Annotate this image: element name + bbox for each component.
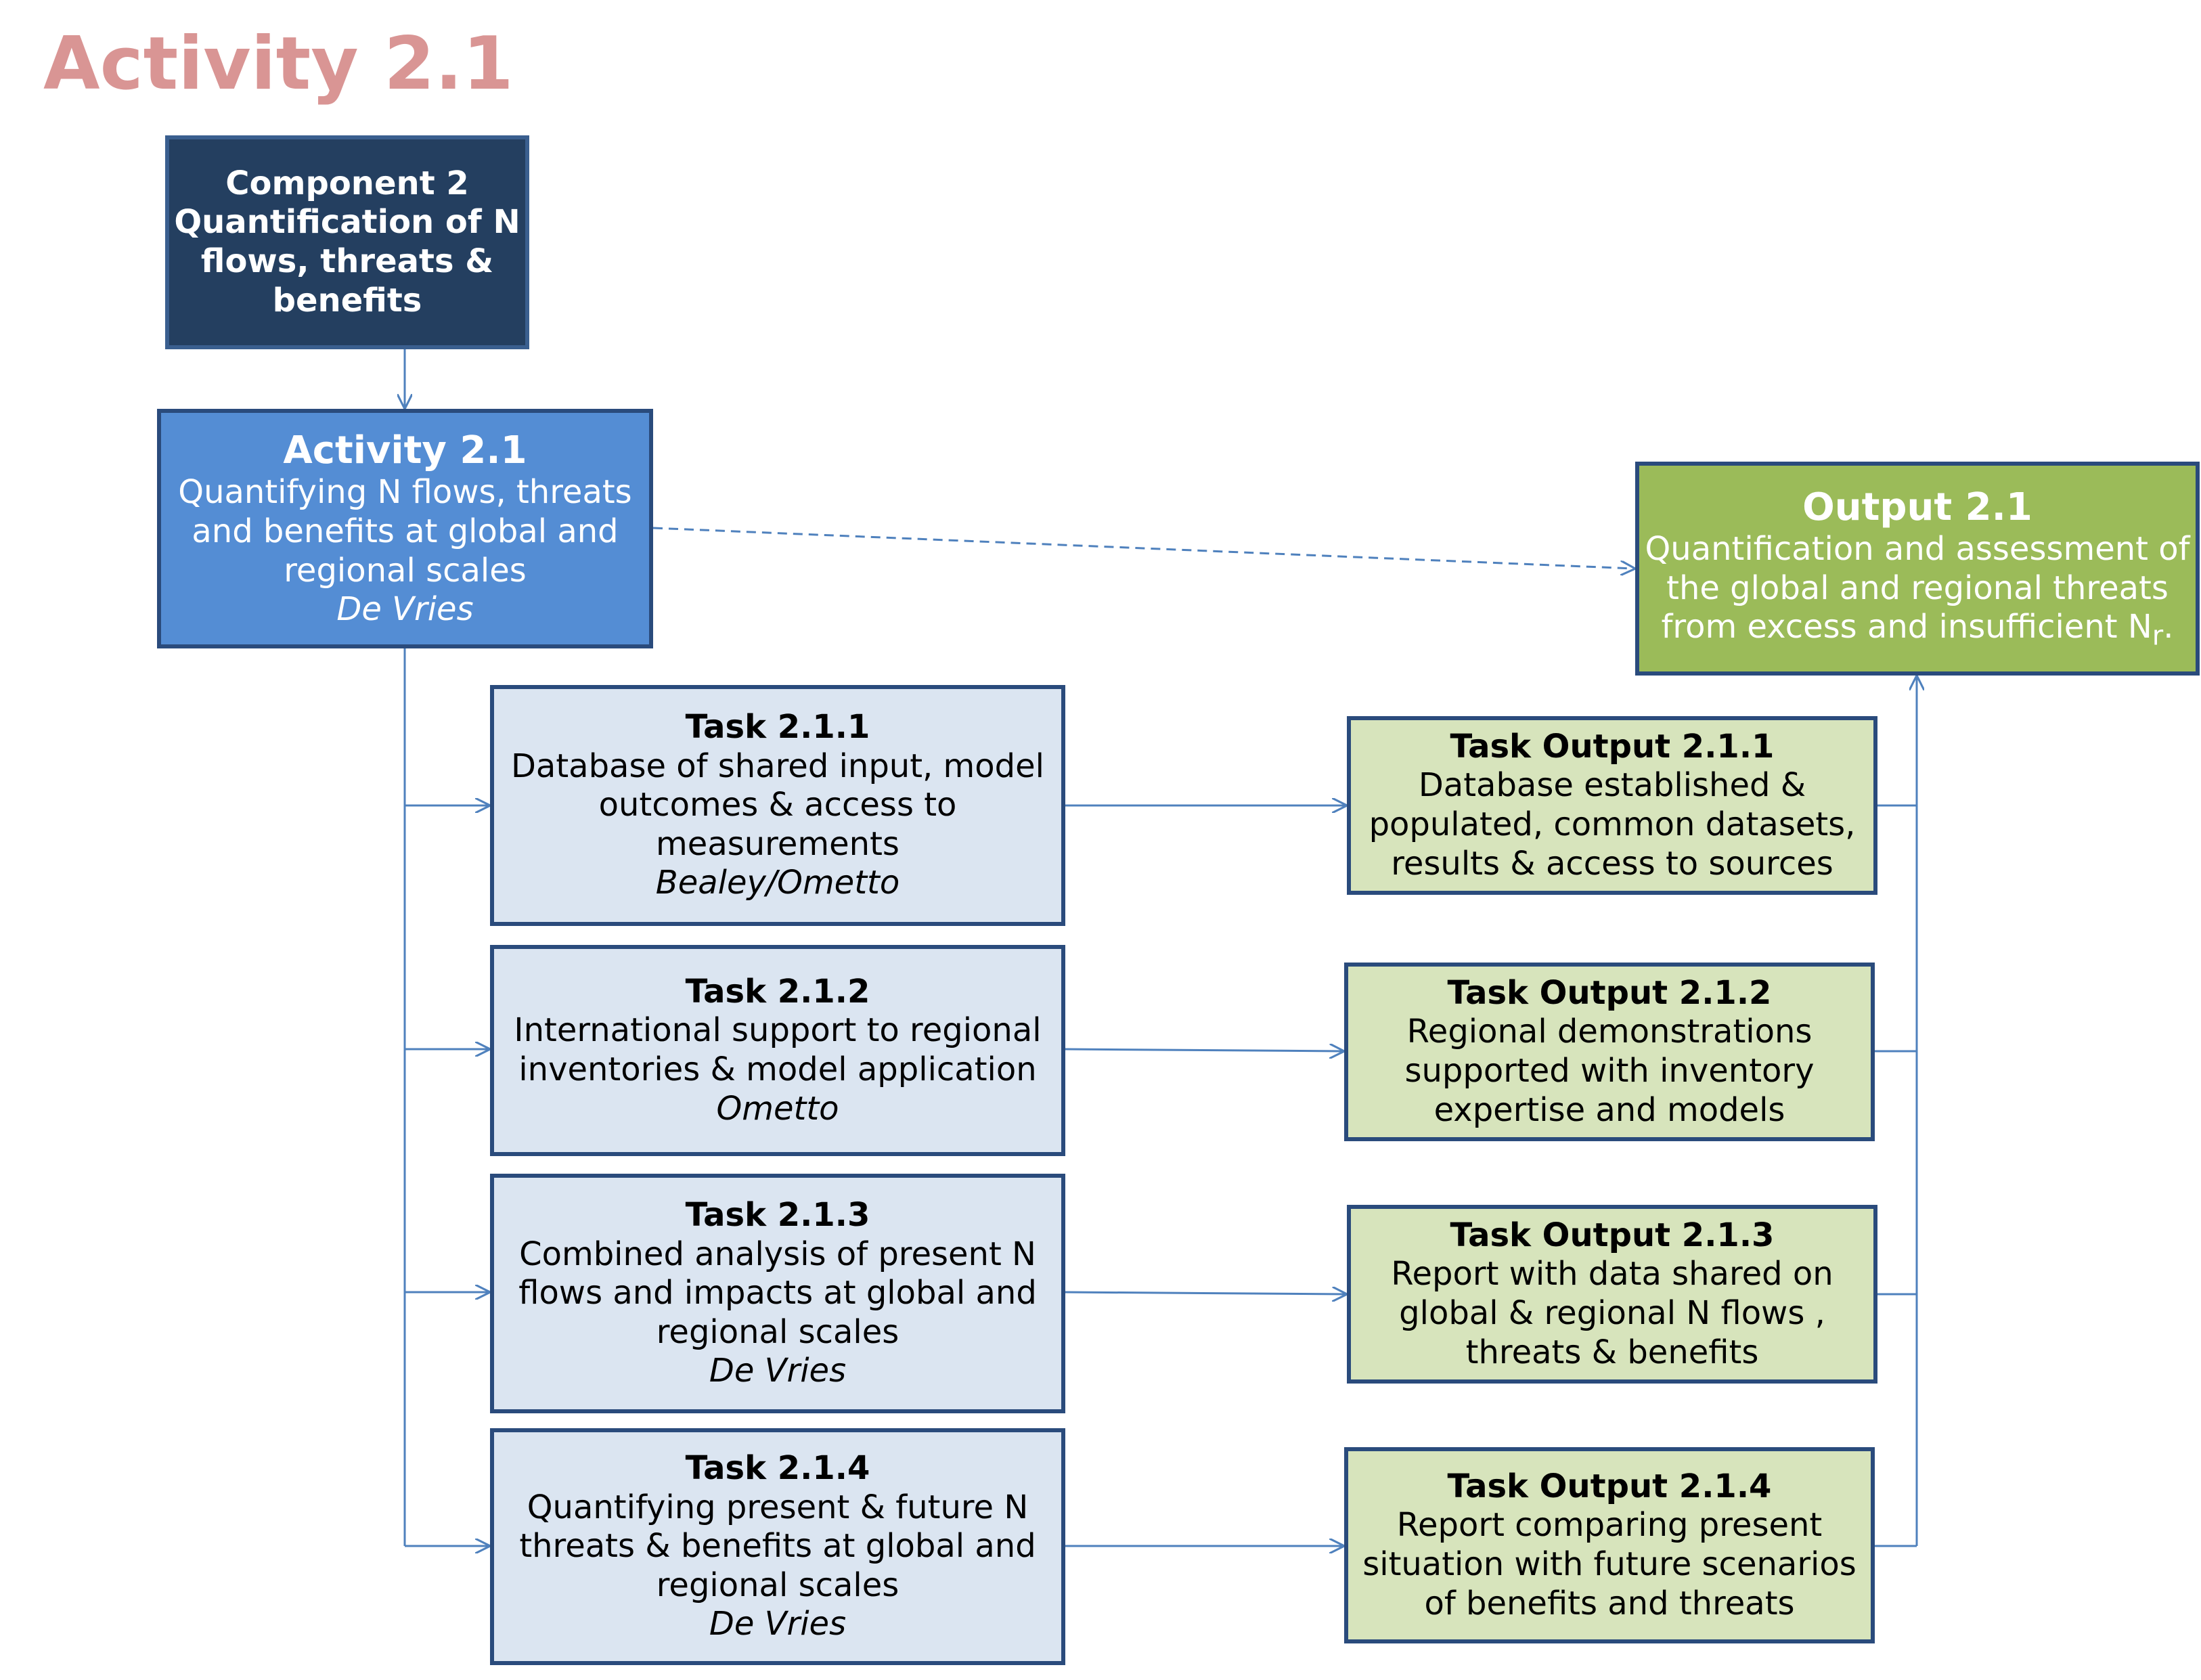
task-line: outcomes & access to <box>598 786 957 824</box>
output-line-3-sub: r <box>2152 620 2164 652</box>
component-line-2: Quantification of N <box>174 203 520 242</box>
task-line: Database of shared input, model <box>510 747 1045 785</box>
activity-box: Activity 2.1 Quantifying N flows, threat… <box>157 409 653 648</box>
page-title: Activity 2.1 <box>43 22 514 106</box>
task-output-line: global & regional N flows , <box>1399 1294 1825 1332</box>
task-output-heading: Task Output 2.1.1 <box>1450 727 1775 766</box>
task-output-line: populated, common datasets, <box>1369 805 1856 843</box>
task-output-line: Regional demonstrations <box>1406 1013 1813 1051</box>
activity-lead: De Vries <box>336 590 474 629</box>
output-heading: Output 2.1 <box>1802 485 2032 530</box>
task-lead: De Vries <box>709 1605 847 1643</box>
task-line: Combined analysis of present N <box>519 1235 1036 1273</box>
output-line-2: the global and regional threats <box>1666 569 2169 607</box>
component-line-3: flows, threats & <box>200 242 494 280</box>
task-heading: Task 2.1.3 <box>685 1196 870 1235</box>
task-output-line: situation with future scenarios <box>1362 1545 1857 1583</box>
activity-line-3: regional scales <box>284 551 527 590</box>
task-box-4: Task 2.1.4 Quantifying present & future … <box>490 1428 1065 1665</box>
task-line: measurements <box>656 824 899 863</box>
task-lead: De Vries <box>709 1352 847 1390</box>
task-line: regional scales <box>656 1312 899 1351</box>
task-line: International support to regional <box>514 1011 1042 1050</box>
task-line: flows and impacts at global and <box>518 1274 1037 1312</box>
task-heading: Task 2.1.4 <box>685 1449 870 1488</box>
output-line-1: Quantification and assessment of <box>1645 530 2190 569</box>
connector-activity-output <box>652 527 1634 569</box>
output-line-3-end: . <box>2163 608 2174 646</box>
task-output-line: Report comparing present <box>1396 1506 1823 1545</box>
connector-task-output-3 <box>1065 1292 1346 1294</box>
activity-heading: Activity 2.1 <box>283 428 527 473</box>
task-output-heading: Task Output 2.1.4 <box>1447 1467 1772 1505</box>
task-lead: Ometto <box>716 1089 839 1128</box>
task-box-2: Task 2.1.2 International support to regi… <box>490 945 1065 1156</box>
task-output-line: threats & benefits <box>1465 1333 1759 1371</box>
task-output-box-1: Task Output 2.1.1 Database established &… <box>1347 716 1877 895</box>
task-output-line: Report with data shared on <box>1391 1255 1833 1294</box>
task-output-line: Database established & <box>1418 766 1806 805</box>
activity-line-2: and benefits at global and <box>192 512 619 550</box>
component-line-4: benefits <box>272 281 422 319</box>
component-box: Component 2 Quantification of N flows, t… <box>165 135 529 349</box>
task-box-3: Task 2.1.3 Combined analysis of present … <box>490 1174 1065 1413</box>
task-heading: Task 2.1.1 <box>685 708 870 747</box>
task-output-box-3: Task Output 2.1.3 Report with data share… <box>1347 1205 1877 1384</box>
task-output-box-2: Task Output 2.1.2 Regional demonstration… <box>1344 963 1875 1141</box>
task-output-box-4: Task Output 2.1.4 Report comparing prese… <box>1344 1447 1875 1643</box>
task-output-line: of benefits and threats <box>1424 1584 1795 1622</box>
task-line: inventories & model application <box>518 1051 1037 1088</box>
task-output-heading: Task Output 2.1.2 <box>1447 973 1772 1012</box>
task-output-line: expertise and models <box>1433 1090 1785 1129</box>
component-line-1: Component 2 <box>225 164 469 202</box>
task-line: Quantifying present & future N <box>527 1488 1029 1526</box>
task-line: regional scales <box>656 1566 899 1604</box>
activity-line-1: Quantifying N flows, threats <box>178 473 632 512</box>
output-line-3: from excess and insufficient Nr. <box>1662 608 2174 653</box>
task-output-line: supported with inventory <box>1404 1052 1815 1090</box>
task-lead: Bealey/Ometto <box>655 864 900 902</box>
task-output-line: results & access to sources <box>1391 844 1833 883</box>
output-box: Output 2.1 Quantification and assessment… <box>1635 462 2200 676</box>
task-heading: Task 2.1.2 <box>685 972 870 1011</box>
connector-task-output-2 <box>1065 1049 1343 1051</box>
task-output-heading: Task Output 2.1.3 <box>1450 1216 1775 1254</box>
task-box-1: Task 2.1.1 Database of shared input, mod… <box>490 685 1065 926</box>
task-line: threats & benefits at global and <box>519 1527 1036 1566</box>
output-line-3-text: from excess and insufficient N <box>1661 608 2152 646</box>
